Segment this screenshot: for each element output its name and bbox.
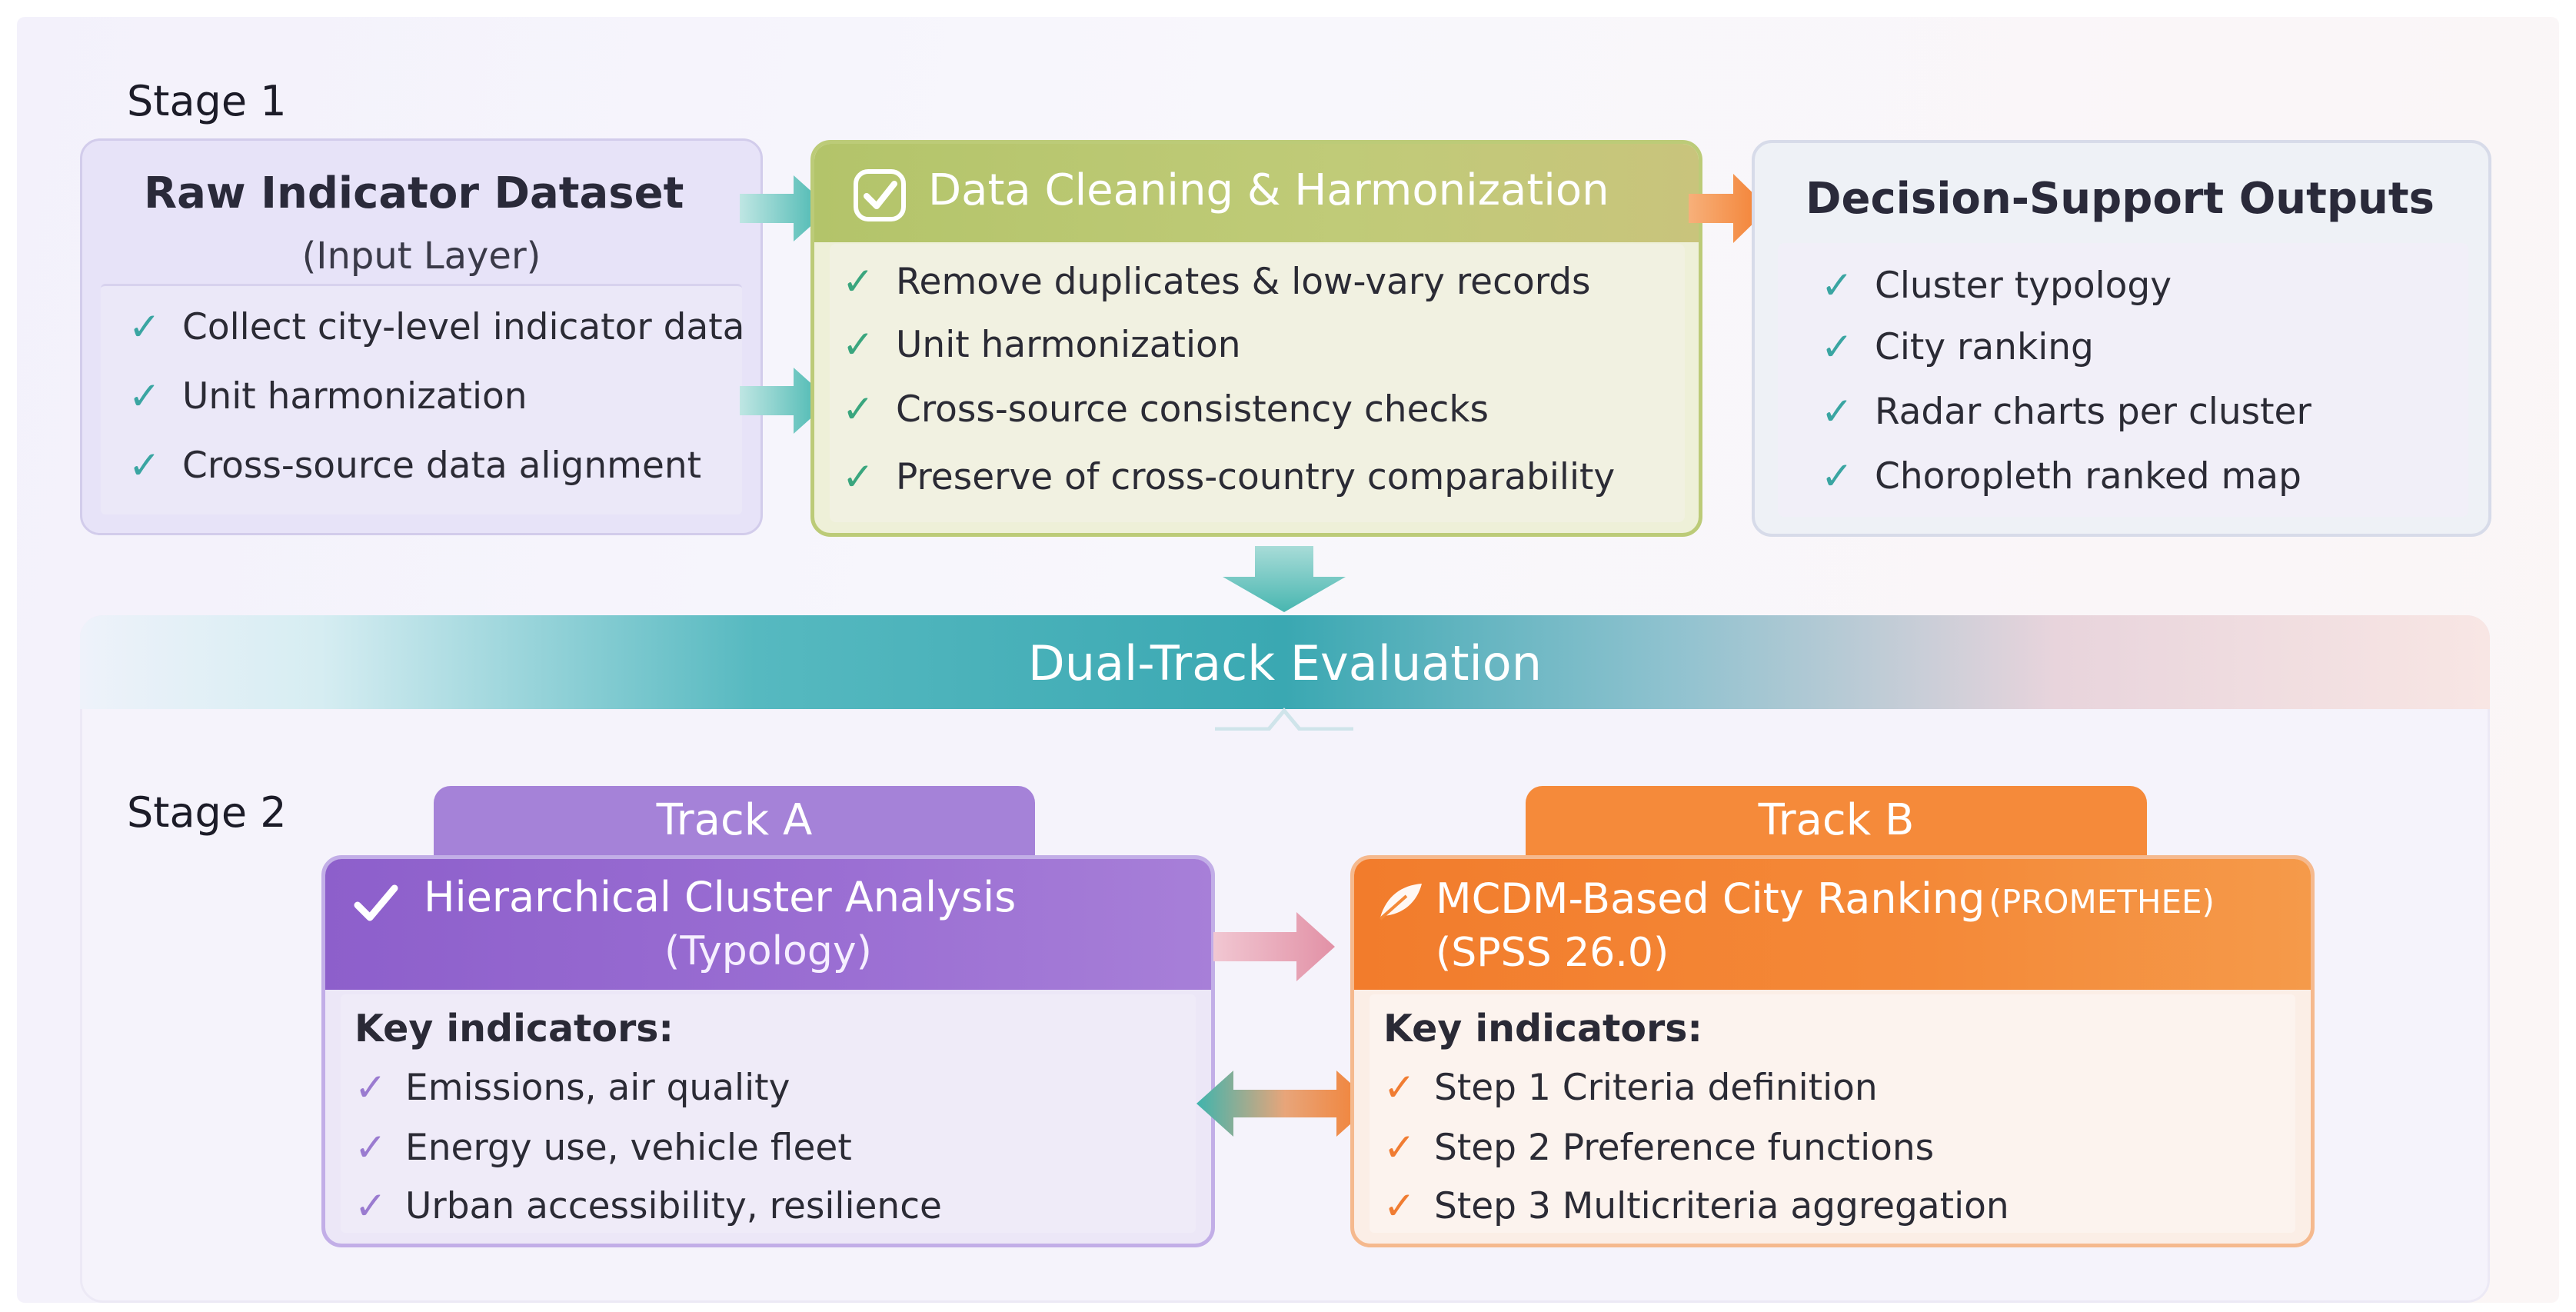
check-icon: ✓: [128, 374, 161, 418]
arrow-track-a-to-b: [1213, 912, 1335, 981]
track-a-card: Hierarchical Cluster Analysis (Typology)…: [321, 855, 1215, 1247]
cleaning-item: ✓Preserve of cross-country comparability: [842, 455, 1616, 499]
track-b-body: Key indicators: ✓Step 1 Criteria definit…: [1370, 994, 2295, 1233]
track-a-header: Hierarchical Cluster Analysis (Typology): [325, 859, 1211, 990]
check-icon: ✓: [842, 387, 874, 431]
check-icon: ✓: [1383, 1065, 1416, 1110]
data-cleaning-body: ✓Remove duplicates & low-vary records ✓U…: [830, 244, 1685, 522]
check-icon: ✓: [1821, 389, 1853, 434]
track-a-item: ✓Emissions, air quality: [354, 1065, 790, 1110]
track-b-tab-label: Track B: [1758, 795, 1915, 845]
data-cleaning-header: Data Cleaning & Harmonization: [814, 144, 1699, 242]
raw-dataset-title: Raw Indicator Dataset: [144, 168, 684, 218]
raw-item: ✓Unit harmonization: [128, 374, 528, 418]
raw-item: ✓Cross-source data alignment: [128, 443, 702, 488]
check-icon: ✓: [1821, 325, 1853, 369]
raw-dataset-subtitle: (Input Layer): [301, 235, 541, 278]
arrow-down-to-dual-track: [1223, 546, 1346, 612]
track-b-subtitle: (SPSS 26.0): [1436, 930, 1669, 976]
stage-1-label: Stage 1: [127, 77, 287, 125]
double-arrow-track-link: [1196, 1071, 1373, 1137]
dual-track-notch: [1215, 708, 1353, 731]
cleaning-item: ✓Remove duplicates & low-vary records: [842, 259, 1591, 304]
check-icon: ✓: [354, 1125, 387, 1170]
track-b-header: MCDM-Based City Ranking (PROMETHEE) (SPS…: [1354, 859, 2311, 990]
track-a-item: ✓Urban accessibility, resilience: [354, 1184, 942, 1228]
output-item: ✓Choropleth ranked map: [1821, 454, 2301, 498]
dual-track-banner: [80, 615, 2490, 709]
decision-outputs-card: Decision-Support Outputs ✓Cluster typolo…: [1752, 140, 2491, 537]
track-a-title: Hierarchical Cluster Analysis: [424, 873, 1017, 921]
decision-outputs-body: ✓Cluster typology ✓City ranking ✓Radar c…: [1778, 243, 2468, 517]
output-item: ✓Cluster typology: [1821, 263, 2172, 308]
raw-dataset-body: ✓Collect city-level indicator data ✓Unit…: [101, 284, 745, 514]
check-icon: ✓: [1821, 454, 1853, 498]
track-a-key-label: Key indicators:: [354, 1007, 674, 1051]
track-a-body: Key indicators: ✓Emissions, air quality …: [341, 994, 1196, 1233]
raw-dataset-card: Raw Indicator Dataset (Input Layer) ✓Col…: [80, 138, 763, 535]
track-b-item: ✓Step 2 Preference functions: [1383, 1125, 1935, 1170]
check-icon: ✓: [842, 259, 874, 304]
track-b-title: MCDM-Based City Ranking (PROMETHEE): [1436, 874, 2215, 923]
check-icon: ✓: [354, 1065, 387, 1110]
check-icon: ✓: [1383, 1184, 1416, 1228]
check-icon: ✓: [354, 1184, 387, 1228]
check-icon: ✓: [842, 455, 874, 499]
cleaning-item: ✓Unit harmonization: [842, 322, 1241, 367]
check-icon: ✓: [1821, 263, 1853, 308]
check-icon: ✓: [128, 443, 161, 488]
track-a-tab-label: Track A: [656, 795, 813, 845]
track-a-subtitle: (Typology): [664, 928, 872, 974]
track-b-title-suffix: (PROMETHEE): [1989, 883, 2215, 921]
track-b-key-label: Key indicators:: [1383, 1007, 1703, 1051]
check-badge-icon: [854, 169, 906, 221]
raw-item: ✓Collect city-level indicator data: [128, 305, 745, 349]
track-a-item: ✓Energy use, vehicle fleet: [354, 1125, 852, 1170]
decision-outputs-title: Decision-Support Outputs: [1806, 174, 2435, 224]
leaf-icon: [1379, 884, 1422, 921]
output-item: ✓Radar charts per cluster: [1821, 389, 2311, 434]
stage-2-label: Stage 2: [127, 788, 287, 837]
check-icon: ✓: [1383, 1125, 1416, 1170]
track-b-title-main: MCDM-Based City Ranking: [1436, 874, 1985, 923]
dual-track-title: Dual-Track Evaluation: [1027, 635, 1542, 691]
data-cleaning-card: Data Cleaning & Harmonization ✓Remove du…: [810, 140, 1702, 537]
cleaning-item: ✓Cross-source consistency checks: [842, 387, 1489, 431]
arrow-raw-to-cleaning: [740, 175, 830, 241]
arrow-raw-to-cleaning-2: [740, 368, 830, 434]
output-item: ✓City ranking: [1821, 325, 2094, 369]
check-icon: [354, 884, 398, 921]
track-b-item: ✓Step 3 Multicriteria aggregation: [1383, 1184, 2009, 1228]
arrow-cleaning-to-outputs: [1689, 174, 1769, 243]
data-cleaning-title: Data Cleaning & Harmonization: [928, 165, 1609, 215]
track-b-card: MCDM-Based City Ranking (PROMETHEE) (SPS…: [1350, 855, 2315, 1247]
check-icon: ✓: [842, 322, 874, 367]
track-b-item: ✓Step 1 Criteria definition: [1383, 1065, 1878, 1110]
check-icon: ✓: [128, 305, 161, 349]
